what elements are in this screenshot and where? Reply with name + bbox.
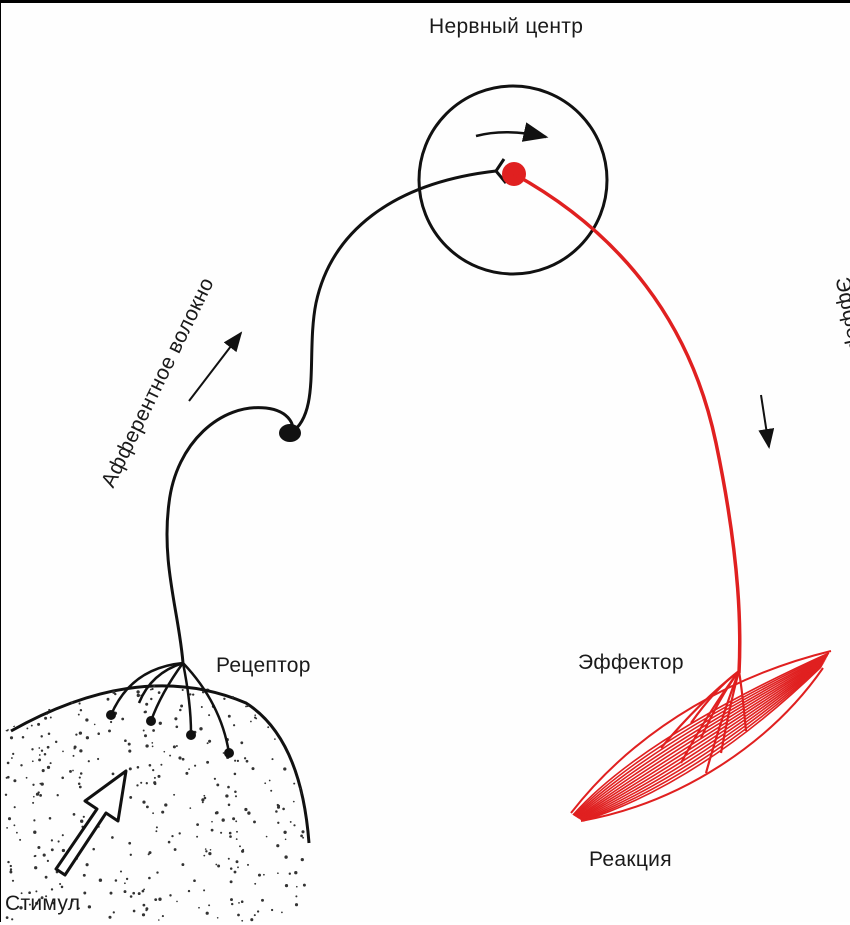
receptor-terminals xyxy=(106,710,234,758)
ganglion-body xyxy=(279,424,301,442)
afferent-direction-arrow xyxy=(189,333,241,401)
muscle-effector xyxy=(571,651,831,821)
efferent-fiber-path xyxy=(514,174,740,673)
label-effector: Эффектор xyxy=(578,651,684,675)
label-nerve-center: Нервный центр xyxy=(429,15,583,39)
efferent-direction-arrow xyxy=(761,395,769,447)
label-stimulus: Стимул xyxy=(5,892,80,916)
stimulus-arrow xyxy=(56,771,126,875)
label-receptor: Рецептор xyxy=(216,654,311,678)
center-direction-arrow xyxy=(476,132,546,137)
receptor-endings xyxy=(111,663,229,753)
label-reaction: Реакция xyxy=(589,848,672,872)
